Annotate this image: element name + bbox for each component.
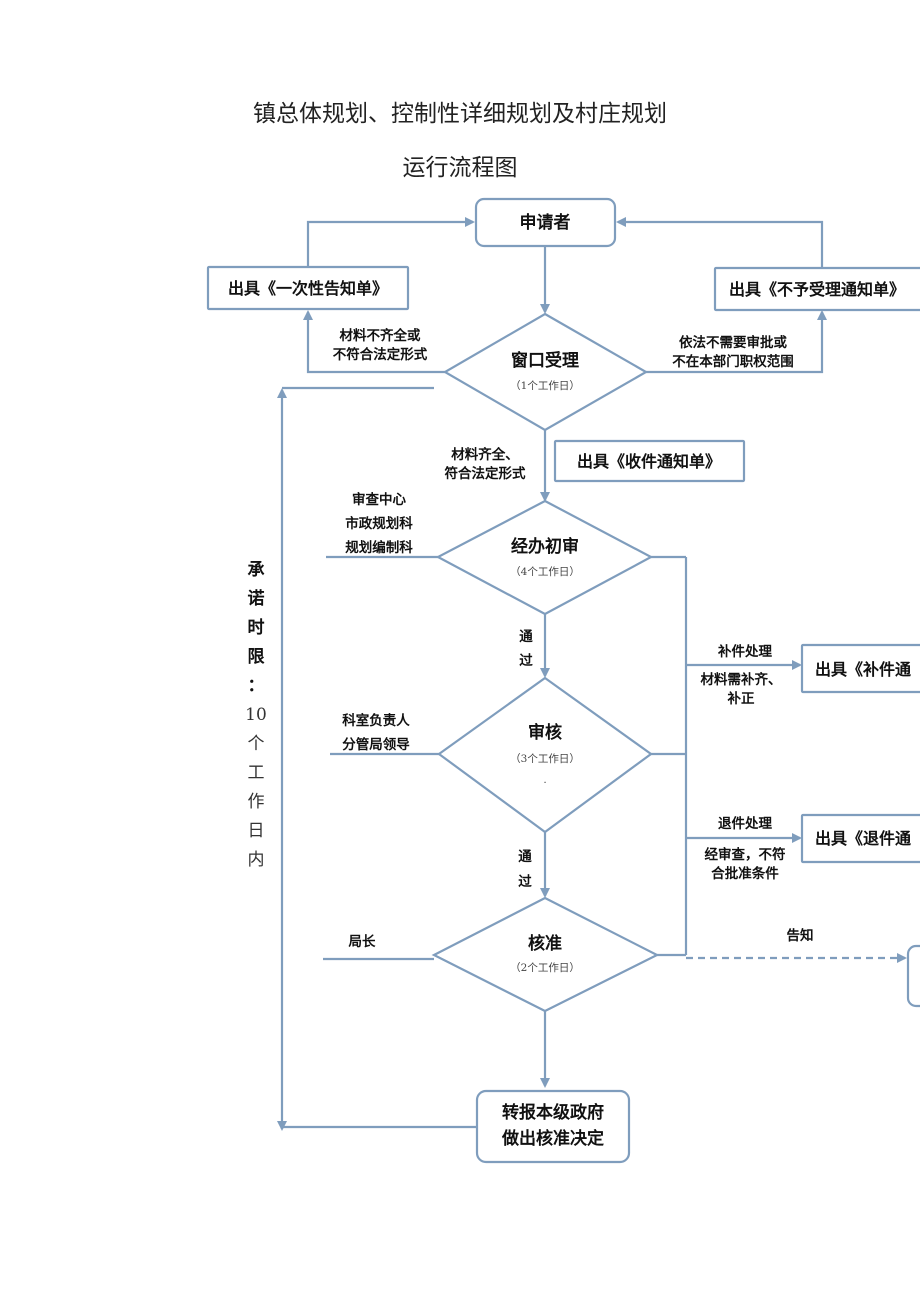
- first-review-days: （4个工作日）: [510, 566, 580, 578]
- no-approval-label-2: 不在本部门职权范围: [672, 353, 794, 370]
- time-limit-char-2: 诺: [248, 588, 265, 609]
- time-limit-char-4: 限: [248, 647, 265, 667]
- center-label-2: 市政规划科: [345, 515, 413, 532]
- pass-2-a: 通: [518, 849, 532, 865]
- receipt-label: 出具《收件通知单》: [577, 452, 721, 471]
- return-box: [800, 813, 920, 864]
- section-label-2: 分管局领导: [342, 736, 410, 753]
- time-limit-char-3: 时: [248, 618, 265, 638]
- pass-2-b: 过: [518, 873, 532, 890]
- supp-label-1: 材料需补齐、: [701, 671, 782, 688]
- center-label-3: 规划编制科: [345, 539, 413, 556]
- director-label: 局长: [349, 933, 376, 950]
- complete-label-2: 符合法定形式: [445, 465, 526, 482]
- applicant-label: 申请者: [520, 212, 571, 233]
- time-limit-char-7: 个: [248, 734, 265, 754]
- notice-once-label: 出具《一次性告知单》: [228, 279, 388, 298]
- pass-1-b: 过: [519, 652, 533, 669]
- approve-diamond: [431, 896, 660, 1013]
- review-days: （3个工作日）: [510, 753, 580, 765]
- title-line-1: 镇总体规划、控制性详细规划及村庄规划: [253, 101, 667, 127]
- approve-days: （2个工作日）: [510, 962, 580, 974]
- edge-notice-reject-applicant: [616, 217, 824, 268]
- incomplete-label-2: 不符合法定形式: [333, 346, 428, 363]
- final-label-1: 转报本级政府: [502, 1102, 604, 1123]
- time-limit-char-1: 承: [248, 560, 265, 580]
- notice-reject-label: 出具《不予受理通知单》: [729, 280, 905, 299]
- receipt-box: [553, 439, 746, 483]
- notice-once-box: [206, 265, 410, 311]
- supplement-label: 出具《补件通: [815, 660, 911, 679]
- approve-label: 核准: [528, 933, 562, 954]
- first-review-label: 经办初审: [511, 536, 579, 557]
- inform-target-box: [906, 944, 920, 1008]
- window-diamond: [442, 312, 649, 432]
- review-dot: .: [543, 774, 546, 786]
- first-review-diamond: [435, 499, 654, 616]
- supp-label-2: 补正: [727, 690, 756, 707]
- final-label-2: 做出核准决定: [501, 1128, 604, 1149]
- review-label: 审核: [528, 722, 562, 743]
- edge-notice-once-applicant: [306, 217, 475, 266]
- pass-1-a: 通: [519, 629, 533, 645]
- review-diamond: [437, 676, 653, 834]
- ret-title: 退件处理: [718, 815, 772, 832]
- window-days: （1个工作日）: [510, 380, 580, 392]
- time-limit-char-8: 工: [248, 763, 265, 783]
- time-limit-char-6: 10: [245, 705, 267, 725]
- applicant-box: [474, 197, 617, 248]
- inform-label: 告知: [787, 927, 814, 944]
- supp-title: 补件处理: [717, 643, 772, 660]
- time-limit-char-5: ：: [248, 676, 265, 696]
- final-box: [475, 1089, 631, 1164]
- time-limit-char-9: 作: [248, 792, 265, 812]
- ret-label-2: 合批准条件: [711, 865, 779, 882]
- edge-window-notice-once: [303, 310, 445, 374]
- ret-label-1: 经审查，不符: [705, 846, 786, 863]
- supplement-box: [800, 643, 920, 694]
- no-approval-label-1: 依法不需要审批或: [679, 334, 787, 351]
- time-limit-char-11: 内: [248, 850, 265, 870]
- title-line-2: 运行流程图: [402, 155, 518, 181]
- time-limit: 承 诺 时 限 ： 10 个 工 作 日 内: [245, 560, 267, 870]
- notice-reject-box: [713, 266, 920, 312]
- edge-window-notice-reject: [646, 310, 827, 374]
- incomplete-label-1: 材料不齐全或: [340, 327, 421, 344]
- complete-label-1: 材料齐全、: [451, 446, 519, 463]
- section-label-1: 科室负责人: [342, 712, 410, 729]
- window-label: 窗口受理: [511, 350, 579, 371]
- time-limit-char-10: 日: [248, 821, 265, 841]
- center-label-1: 审查中心: [352, 491, 406, 508]
- return-label: 出具《退件通: [815, 829, 911, 848]
